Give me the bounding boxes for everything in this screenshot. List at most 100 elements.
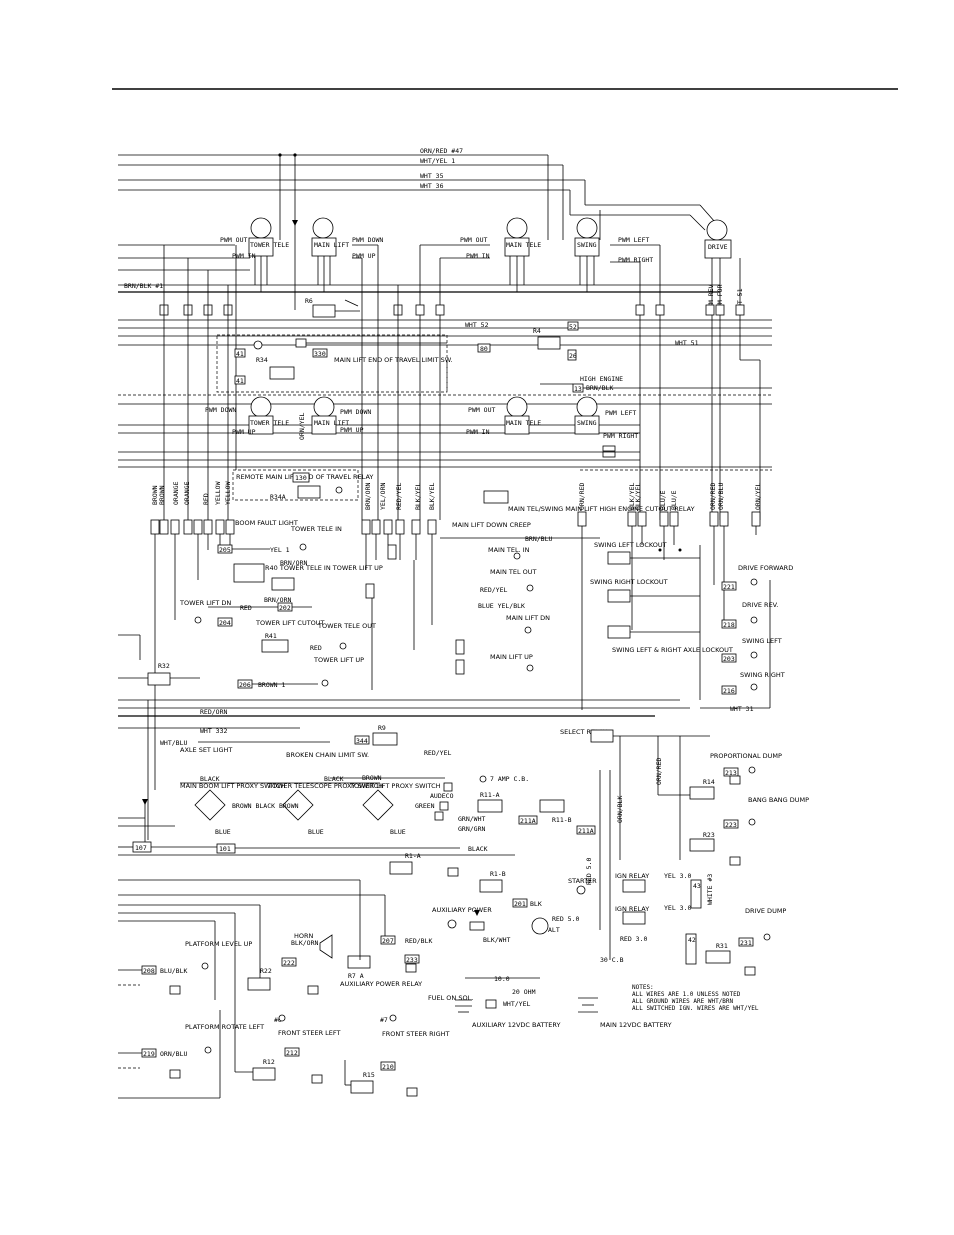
svg-text:ORN/RED: ORN/RED [578, 483, 586, 510]
joystick-drive: DRIVE PWM REV PWM FOR WHT 51 [704, 219, 744, 312]
svg-text:WHT 332: WHT 332 [200, 727, 227, 735]
svg-text:SWING LEFT LOCKOUT: SWING LEFT LOCKOUT [594, 541, 667, 549]
svg-text:GREEN: GREEN [415, 802, 435, 810]
svg-text:SELECT RELAY: SELECT RELAY [560, 728, 607, 736]
svg-text:213: 213 [725, 769, 737, 777]
svg-text:205: 205 [219, 546, 231, 554]
svg-text:R14: R14 [703, 778, 715, 786]
svg-text:BRN/BLU: BRN/BLU [525, 535, 552, 543]
svg-text:206: 206 [239, 681, 251, 689]
svg-text:GRN/GRN: GRN/GRN [458, 825, 485, 833]
svg-text:204: 204 [219, 619, 231, 627]
svg-text:WHITE #3: WHITE #3 [706, 874, 714, 905]
svg-text:BLUE YEL/BLK: BLUE YEL/BLK [478, 602, 525, 610]
svg-text:R22: R22 [260, 967, 272, 975]
relay-r6: R6 [305, 297, 360, 318]
svg-text:TOWER TELESCOPE PROXY SWITCH: TOWER TELESCOPE PROXY SWITCH [267, 782, 383, 790]
svg-text:BLUE: BLUE [308, 828, 324, 836]
svg-text:BLU/E: BLU/E [670, 490, 678, 510]
svg-text:FRONT STEER LEFT: FRONT STEER LEFT [278, 1029, 341, 1037]
svg-text:101: 101 [219, 845, 231, 853]
svg-text:AXLE SET LIGHT: AXLE SET LIGHT [180, 746, 232, 754]
starter-group: R1-A R1-B STARTER BLK 201 ALT RED 5.0 IG… [389, 770, 691, 964]
svg-text:TOWER LIFT DN: TOWER LIFT DN [179, 599, 231, 607]
svg-text:PWM DOWN: PWM DOWN [352, 236, 383, 244]
svg-text:BLK: BLK [530, 900, 542, 908]
dump-group: PROPORTIONAL DUMP 213 R14 BANG BANG DUMP… [616, 736, 809, 976]
joystick-main-lift-upper: MAIN LIFT PWM DOWN PWM UP [311, 217, 383, 260]
svg-text:BLACK: BLACK [200, 775, 220, 783]
joystick-main-lift-lower: MAIN LIFT PWM DOWN PWM UP [311, 396, 371, 435]
svg-text:52: 52 [569, 323, 577, 331]
svg-text:SWING LEFT: SWING LEFT [742, 637, 782, 645]
svg-text:222: 222 [283, 959, 295, 967]
svg-text:ALL SWITCHED IGN. WIRES ARE WH: ALL SWITCHED IGN. WIRES ARE WHT/YEL [632, 1005, 759, 1012]
svg-text:130: 130 [295, 474, 307, 482]
svg-text:PWM REV: PWM REV [707, 285, 715, 312]
svg-text:MAIN TEL/SWING MAIN LIFT HIGH: MAIN TEL/SWING MAIN LIFT HIGH ENGINE CUT… [508, 505, 695, 513]
svg-text:41: 41 [236, 377, 244, 385]
svg-text:ORN/BLU: ORN/BLU [717, 483, 725, 510]
svg-text:AUXILIARY POWER RELAY: AUXILIARY POWER RELAY [340, 980, 422, 988]
svg-text:AUDECO: AUDECO [430, 792, 454, 800]
svg-text:MAIN LIFT UP: MAIN LIFT UP [490, 653, 533, 661]
platform-group: PLATFORM LEVEL UP 208 BLU/BLK R22 PLATFO… [118, 879, 450, 1099]
svg-text:YEL/ORN: YEL/ORN [379, 483, 387, 510]
svg-text:PWM LEFT: PWM LEFT [605, 409, 636, 417]
joystick-tower-tele-upper: TOWER TELE PWM OUT PWM IN [220, 217, 289, 260]
swing-lockouts: SWING LEFT LOCKOUT SWING RIGHT LOCKOUT S… [590, 541, 733, 700]
svg-text:PWM IN: PWM IN [232, 252, 256, 260]
svg-text:PROPORTIONAL DUMP: PROPORTIONAL DUMP [710, 752, 782, 760]
svg-text:RED 3.0: RED 3.0 [620, 935, 647, 943]
svg-text:SWING LEFT & RIGHT AXLE LOCKOU: SWING LEFT & RIGHT AXLE LOCKOUT [612, 646, 733, 654]
joystick-label: TOWER TELE [250, 241, 289, 249]
svg-text:BLK/YEL: BLK/YEL [628, 483, 636, 510]
drive-swing-outputs: DRIVE FORWARD 221 DRIVE REV. 218 SWING L… [700, 564, 793, 713]
svg-text:PWM IN: PWM IN [466, 252, 490, 260]
joystick-main-tele-lower: MAIN TELE PWM OUT PWM IN [466, 396, 541, 436]
svg-text:R31: R31 [716, 942, 728, 950]
svg-text:ALT: ALT [548, 926, 560, 934]
svg-text:223: 223 [725, 821, 737, 829]
svg-text:202: 202 [279, 604, 291, 612]
svg-text:PWM LEFT: PWM LEFT [618, 236, 649, 244]
svg-text:13: 13 [574, 385, 582, 393]
joystick-swing-upper: SWING PWM LEFT PWM RIGHT [574, 217, 653, 264]
svg-text:BLK/YEL: BLK/YEL [428, 483, 436, 510]
svg-text:R1-B: R1-B [490, 870, 506, 878]
svg-text:207: 207 [382, 937, 394, 945]
svg-text:203: 203 [723, 655, 735, 663]
svg-text:BLUE: BLUE [390, 828, 406, 836]
svg-text:R1-A: R1-A [405, 852, 421, 860]
svg-text:YEL 1: YEL 1 [270, 546, 290, 554]
svg-text:212: 212 [286, 1049, 298, 1057]
svg-text:YELLOW: YELLOW [224, 481, 232, 505]
bus-700: RED/ORN WHT 332 WHT/BLU AXLE SET LIGHT B… [118, 699, 710, 759]
joystick-tower-tele-lower: TOWER TELE PWM DOWN PWM UP [205, 396, 289, 436]
wire-label-wht-36: WHT 36 [420, 182, 444, 190]
svg-text:FUEL ON SOL.: FUEL ON SOL. [428, 994, 473, 1002]
svg-text:10.0: 10.0 [494, 975, 510, 983]
relay-r34a: REMOTE MAIN LIFT END OF TRAVEL RELAY R34… [232, 469, 373, 501]
svg-text:BLK/YEL: BLK/YEL [414, 483, 422, 510]
svg-text:BLU/E: BLU/E [659, 490, 667, 510]
svg-text:STARTER: STARTER [568, 877, 597, 885]
svg-text:HORN: HORN [294, 932, 314, 940]
svg-text:MAIN LIFT: MAIN LIFT [314, 419, 349, 427]
left-bus: BRN/BLK #1 [118, 244, 772, 471]
svg-text:218: 218 [723, 621, 735, 629]
svg-text:YELLOW: YELLOW [214, 481, 222, 505]
svg-text:30 C.B: 30 C.B [600, 956, 624, 964]
svg-text:80: 80 [480, 345, 488, 353]
svg-text:BLK/ORN: BLK/ORN [291, 939, 318, 947]
svg-text:BROWN: BROWN [158, 485, 166, 505]
joystick-label: DRIVE [708, 243, 728, 251]
svg-text:ALL GROUND WIRES ARE WHT/BRN: ALL GROUND WIRES ARE WHT/BRN [632, 998, 734, 1005]
svg-text:RED/YEL: RED/YEL [480, 586, 507, 594]
svg-text:WHT 52: WHT 52 [465, 321, 489, 329]
svg-text:BLK/YEL: BLK/YEL [634, 483, 642, 510]
main-controls: BRN/BLU MAIN TEL. IN MAIN TEL OUT RED/YE… [365, 535, 600, 690]
ground-bus: 107 101 BLACK [118, 799, 515, 856]
relay-r34-group: 41 41 R34 330 MAIN LIFT END OF TRAVEL LI… [216, 334, 453, 393]
notes: NOTES: ALL WIRES ARE 1.0 UNLESS NOTED AL… [632, 984, 759, 1012]
